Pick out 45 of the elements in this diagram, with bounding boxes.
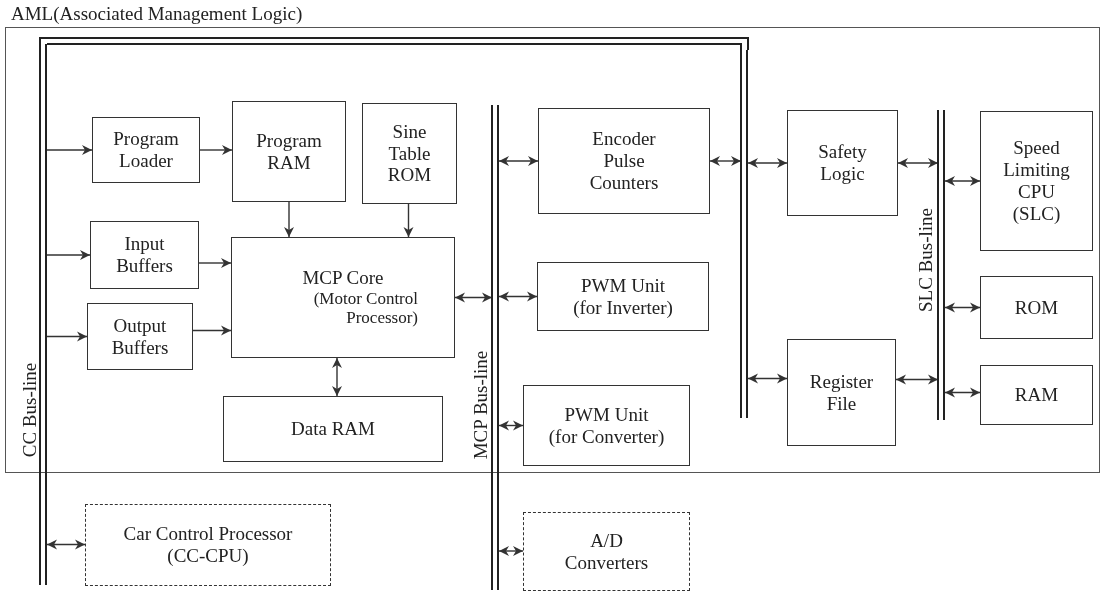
block-box: Register File [787, 339, 896, 446]
arrow [46, 331, 88, 342]
group-title: AML(Associated Management Logic) [11, 3, 303, 25]
arrow [403, 203, 414, 238]
arrow [944, 302, 981, 313]
block-box: PWM Unit (for Inverter) [537, 262, 709, 331]
arrow [747, 373, 788, 384]
block-box: Encoder Pulse Counters [538, 108, 710, 214]
bus-label: MCP Bus-line [470, 350, 492, 460]
block-box: Program Loader [92, 117, 200, 183]
block-box: MCP Core (Motor Control Processor) [231, 237, 455, 358]
block-box: Safety Logic [787, 110, 898, 216]
block-box: Input Buffers [90, 221, 199, 289]
arrow [46, 250, 91, 260]
block-box: Output Buffers [87, 303, 193, 370]
external-unit-box: A/D Converters [523, 512, 690, 591]
block-box: ROM [980, 276, 1093, 339]
arrow [498, 546, 524, 556]
block-box: RAM [980, 365, 1093, 425]
bus-label: CC Bus-line [19, 362, 41, 458]
arrow [498, 156, 539, 166]
arrow [199, 145, 233, 155]
arrow [498, 420, 524, 431]
arrow [897, 158, 939, 168]
bus-label: SLC Bus-line [915, 208, 937, 312]
block-box: Data RAM [223, 396, 443, 462]
bus-line [39, 37, 749, 51]
arrow [198, 258, 232, 268]
arrow [46, 539, 86, 550]
arrow [454, 292, 493, 303]
arrow [498, 291, 538, 302]
block-box: Program RAM [232, 101, 346, 202]
block-box: PWM Unit (for Converter) [523, 385, 690, 466]
arrow [709, 156, 742, 166]
block-box: Sine Table ROM [362, 103, 457, 204]
arrow [895, 374, 939, 385]
arrow [747, 158, 788, 168]
arrow [192, 325, 232, 336]
arrow [944, 176, 981, 186]
arrow [332, 357, 342, 397]
arrow [46, 145, 93, 155]
block-box: Speed Limiting CPU (SLC) [980, 111, 1093, 251]
arrow [284, 201, 294, 238]
external-unit-box: Car Control Processor (CC-CPU) [85, 504, 331, 586]
arrow [944, 387, 981, 398]
